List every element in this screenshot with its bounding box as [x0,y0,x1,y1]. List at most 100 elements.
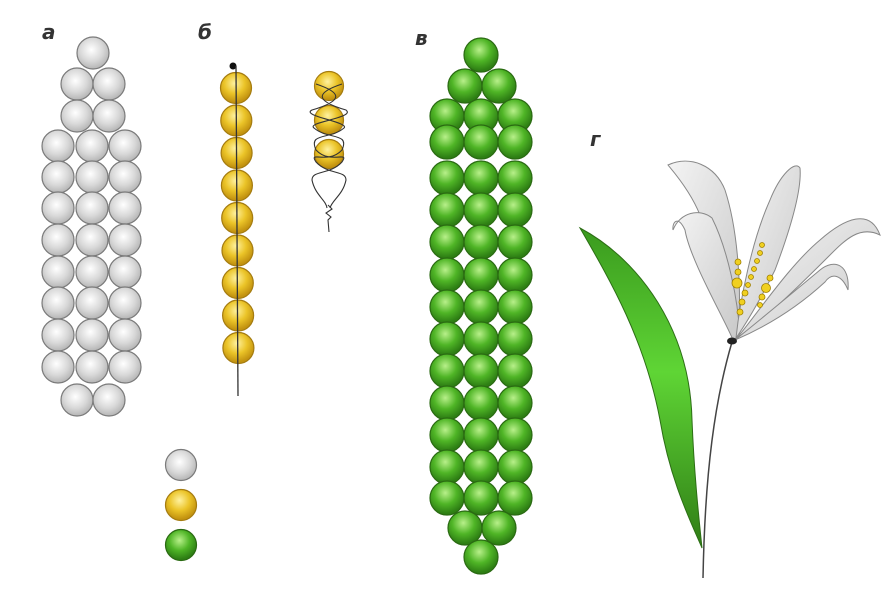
green-bead [481,68,517,104]
green-bead [463,539,499,575]
green-bead [497,257,533,293]
stamen-bead [751,266,757,272]
silver-bead [41,160,75,194]
silver-bead [41,286,75,320]
green-bead [463,449,499,485]
silver-bead [41,350,75,384]
stamen-bead [736,308,744,316]
silver-bead [108,350,142,384]
leaf [578,226,703,549]
stamen-bead [761,283,771,293]
green-bead [463,385,499,421]
silver-bead [75,318,109,352]
silver-bead [108,286,142,320]
green-bead [429,480,465,516]
petal [736,218,881,339]
green-bead [463,353,499,389]
green-bead [463,37,499,73]
green-bead [429,385,465,421]
green-bead [429,160,465,196]
silver-bead [108,160,142,194]
silver-bead [75,191,109,225]
silver-bead [108,255,142,289]
silver-bead [75,160,109,194]
silver-bead [41,223,75,257]
stamen-beads [731,242,774,316]
stamen-bead [754,258,760,264]
stamen-bead [731,277,743,289]
silver-bead [108,223,142,257]
green-bead [429,321,465,357]
green-bead [463,257,499,293]
silver-bead [108,191,142,225]
green-bead [429,449,465,485]
silver-bead [92,383,126,417]
panel-a-silver-pattern [41,36,142,417]
green-bead [463,321,499,357]
gold-bead [313,138,345,170]
stamen-bead [759,242,765,248]
stamen-bead [734,258,742,266]
panel-g-lily-flower [578,160,881,579]
green-bead [463,224,499,260]
silver-bead [41,318,75,352]
color-legend [164,448,198,562]
stamen-bead [734,268,742,276]
green-bead [429,257,465,293]
silver-bead [75,255,109,289]
green-bead [463,192,499,228]
silver-bead [92,99,126,133]
silver-bead [60,67,94,101]
green-bead [429,417,465,453]
green-bead [429,124,465,160]
silver-bead [76,36,110,70]
stem [702,341,733,579]
wire-end-dot [229,62,237,70]
gold-bead [164,488,198,522]
green-bead [463,417,499,453]
green-bead [429,224,465,260]
stamen-bead [748,274,754,280]
silver-bead [60,99,94,133]
green-bead [497,385,533,421]
silver-bead [75,350,109,384]
green-bead [497,449,533,485]
stamen-bead [766,274,774,282]
green-bead [497,192,533,228]
silver-bead [41,129,75,163]
green-bead [497,160,533,196]
green-bead [429,192,465,228]
silver-bead [75,223,109,257]
label-a: а [42,20,56,44]
silver-bead [108,129,142,163]
green-bead [497,124,533,160]
green-bead [447,68,483,104]
silver-bead [41,191,75,225]
label-v: в [415,26,428,50]
green-bead [463,160,499,196]
green-bead [497,353,533,389]
green-bead [497,321,533,357]
silver-bead [108,318,142,352]
green-bead [429,353,465,389]
gold-bead [313,70,345,102]
green-bead [463,124,499,160]
panel-v-green-pattern [429,37,533,575]
silver-bead [75,129,109,163]
stamen-bead [741,289,749,297]
stamen-bead [758,293,766,301]
petal [672,212,741,341]
green-bead [164,528,198,562]
green-bead [481,510,517,546]
green-bead [429,289,465,325]
flower-base [727,337,737,345]
wire-line [235,65,239,397]
stamen-bead [757,302,763,308]
panel-b-twisted-strand [309,70,348,233]
stamen-bead [757,250,763,256]
silver-bead [60,383,94,417]
green-bead [497,289,533,325]
green-bead [463,289,499,325]
label-b: б [198,20,212,44]
